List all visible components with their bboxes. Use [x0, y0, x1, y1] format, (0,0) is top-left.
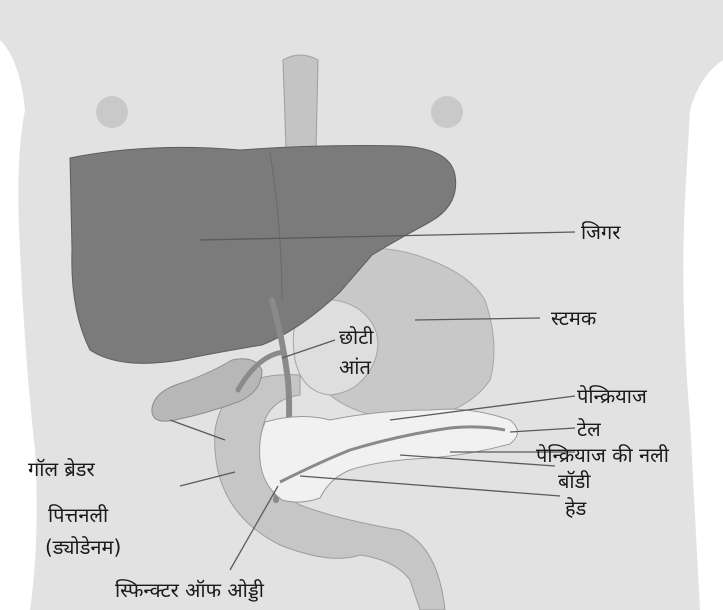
right-nipple — [431, 96, 463, 128]
label-pancreatic-duct: पेन्क्रियाज की नली — [536, 443, 669, 467]
left-nipple — [96, 96, 128, 128]
label-duodenum: (ड्योडेनम) — [45, 535, 121, 559]
label-tail: टेल — [577, 417, 601, 441]
label-pancreas: पेन्क्रियाज — [577, 384, 647, 408]
label-small-intestine-line2: आंत — [339, 355, 371, 379]
label-head: हेड — [565, 496, 586, 520]
label-small-intestine-line1: छोटी — [339, 325, 373, 349]
label-body: बॉडी — [558, 469, 590, 493]
label-liver: जिगर — [581, 220, 620, 244]
label-sphincter: स्फिन्क्टर ऑफ ओड्डी — [115, 578, 264, 602]
label-gall-bladder: गॉल ब्रेडर — [28, 457, 95, 481]
label-bile-duct: पित्तनली — [48, 503, 108, 527]
label-stomach: स्टमक — [551, 306, 596, 330]
